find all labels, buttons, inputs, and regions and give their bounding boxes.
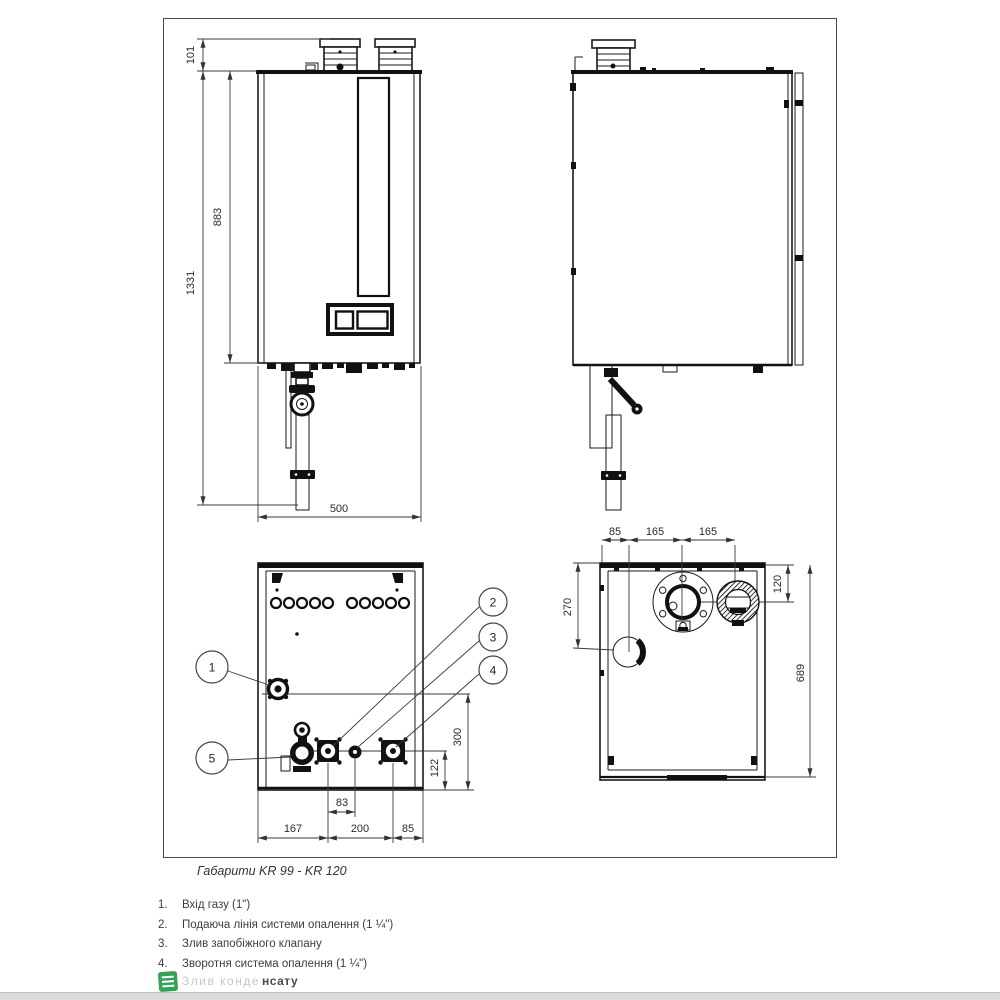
callout-2 [478, 587, 508, 617]
dim-top-270: 270 [562, 598, 574, 616]
drawing-caption: Габарити KR 99 - KR 120 [197, 864, 347, 878]
legend-item-2: 2. Подаюча лінія системи опалення (1 ¼") [158, 919, 393, 931]
dim-bottom-167: 167 [284, 823, 302, 835]
callout-2-label: 2 [490, 596, 497, 610]
watermark-row: Злив конде нсату [158, 969, 298, 993]
front-view: 101 883 1331 500 [185, 38, 422, 522]
legend: 1. Вхід газу (1") 2. Подаюча лінія систе… [158, 899, 393, 977]
legend-item-3-number: 3. [158, 938, 168, 950]
dim-top-165-a: 165 [646, 526, 664, 538]
callout-1 [195, 650, 229, 684]
legend-item-1: 1. Вхід газу (1") [158, 899, 393, 911]
flue-flange [652, 571, 714, 633]
dim-bottom-85: 85 [402, 823, 414, 835]
side-view [570, 39, 804, 511]
dim-front-101: 101 [185, 46, 197, 64]
dim-top-120: 120 [772, 575, 784, 593]
dim-top-165-b: 165 [699, 526, 717, 538]
dim-top-689: 689 [795, 664, 807, 682]
legend-item-2-number: 2. [158, 918, 168, 931]
callout-5 [195, 741, 229, 775]
dim-bottom-122: 122 [429, 759, 441, 777]
vent-holes [269, 596, 411, 610]
dim-top-85: 85 [609, 526, 621, 538]
legend-item-4-text: Зворотня система опалення (1 ¼") [182, 957, 368, 970]
bottom-separator-bar [0, 992, 1000, 1000]
dim-bottom-83: 83 [336, 797, 348, 809]
watermark-logo-icon [158, 970, 178, 992]
top-view: 85 165 165 270 120 689 [562, 526, 816, 781]
front-bottom-stubs [267, 363, 415, 373]
legend-item-3: 3. Злив запобіжного клапану [158, 938, 393, 950]
legend-item-3-text: Злив запобіжного клапану [182, 938, 322, 950]
callout-4 [478, 655, 508, 685]
callout-3 [478, 622, 508, 652]
dim-front-883: 883 [212, 208, 224, 226]
stub-port [336, 63, 344, 71]
stub-bolt [338, 50, 342, 54]
bottom-view: 83 167 200 85 300 122 1 5 2 [195, 562, 508, 843]
legend-item-2-text: Подаюча лінія системи опалення (1 ¼") [182, 918, 394, 931]
dim-front-500: 500 [330, 503, 348, 515]
legend-item-1-text: Вхід газу (1") [182, 899, 251, 911]
watermark-tail-text: нсату [262, 974, 299, 988]
callout-4-label: 4 [490, 664, 497, 678]
legend-item-1-number: 1. [158, 899, 168, 911]
dim-front-1331: 1331 [185, 271, 197, 295]
callout-5-label: 5 [209, 752, 216, 766]
callout-1-label: 1 [209, 661, 216, 675]
watermark-faded-text: Злив конде [182, 974, 261, 988]
dim-bottom-300: 300 [452, 728, 464, 746]
legend-item-4: 4. Зворотня система опалення (1 ¼") [158, 958, 393, 970]
legend-item-4-number: 4. [158, 957, 168, 970]
dim-bottom-200: 200 [351, 823, 369, 835]
callout-3-label: 3 [490, 631, 497, 645]
